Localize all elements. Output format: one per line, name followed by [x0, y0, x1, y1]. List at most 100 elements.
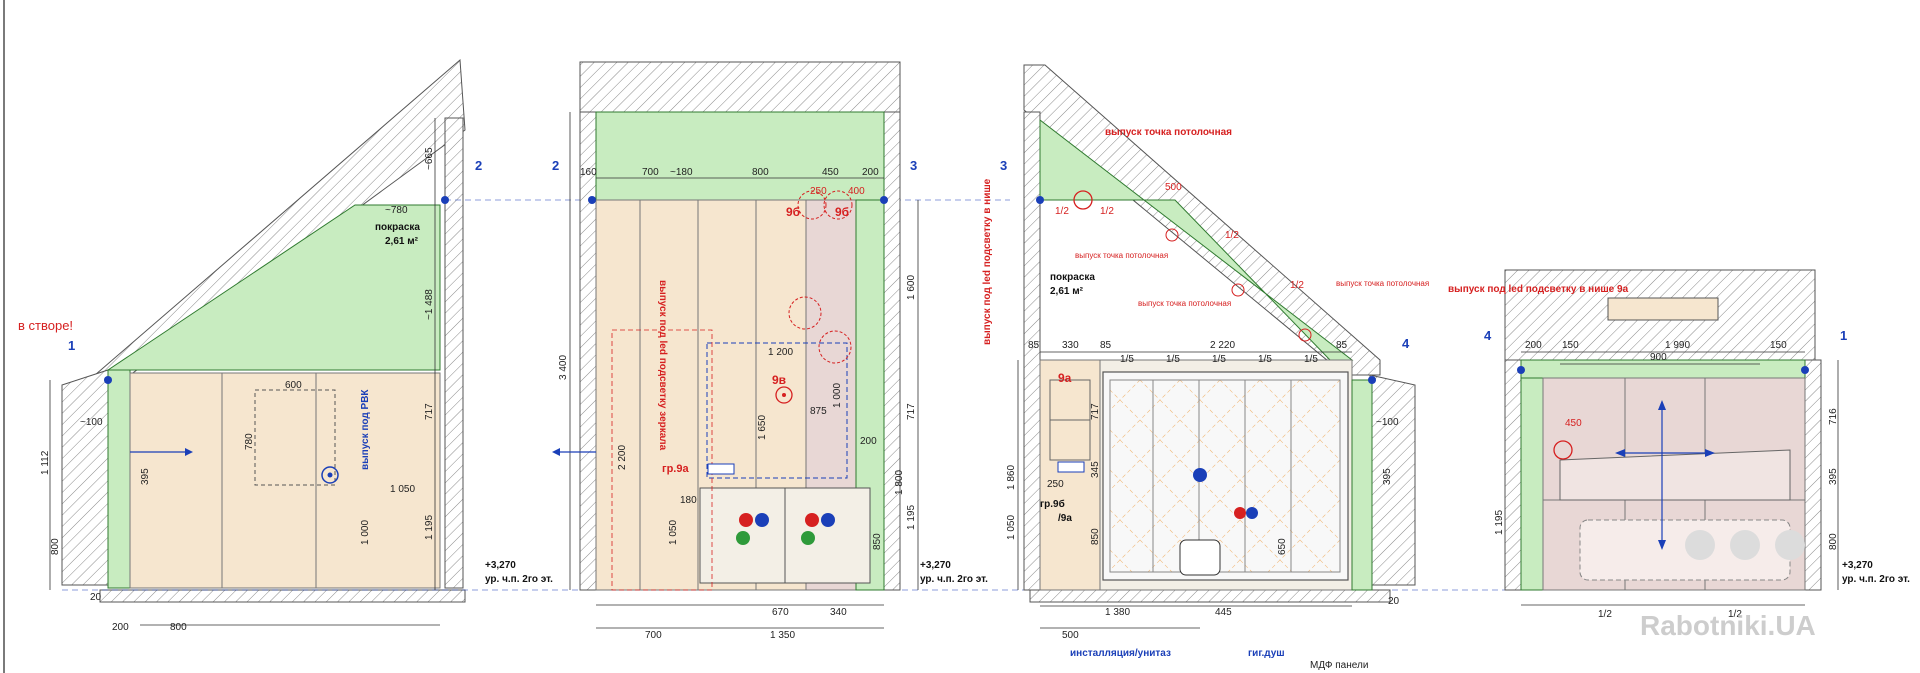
ceiling-point-icon-1 [1165, 228, 1179, 242]
axis-point-3b [1036, 196, 1044, 204]
dim-850-3: 850 [1090, 528, 1101, 545]
drain-icon [736, 531, 750, 545]
fifth-5: 1/5 [1304, 354, 1318, 365]
top-dim-85b: 85 [1100, 340, 1112, 351]
dim-700-bottom: 700 [645, 630, 662, 641]
axis-label-2: 2 [475, 158, 482, 173]
wall-right-hatch-2 [883, 111, 901, 591]
dim-800-vertical: 800 [50, 538, 61, 555]
paint-strip-green [107, 369, 131, 589]
group-9a-label: гр.9а [662, 463, 689, 475]
arrow-right-icon [1705, 449, 1715, 457]
led-niche-label-3: выпуск под led подсветку в нише [982, 178, 993, 345]
top-dim-180: ~180 [670, 167, 693, 178]
dim-half-1: 1/2 [1055, 206, 1069, 217]
hyg-shower-label: гиг.душ [1248, 648, 1285, 659]
worker-icon-2 [1730, 530, 1760, 560]
dim-875: 875 [810, 406, 827, 417]
dim-395: 395 [140, 468, 151, 485]
top-dim-150b: 150 [1770, 340, 1787, 351]
top-dim-330: 330 [1062, 340, 1079, 351]
dim-716: 716 [1828, 408, 1839, 425]
level-value-2: +3,270 [920, 560, 951, 571]
light-circle-4-icon [818, 330, 852, 364]
dim-1380: 1 380 [1105, 607, 1130, 618]
dim-500-bottom: 500 [1062, 630, 1079, 641]
dim-200-right: 200 [860, 436, 877, 447]
dim-650: 650 [1277, 538, 1288, 555]
dim-250-3: 250 [1047, 479, 1064, 490]
elevation-section-4: 4 1 выпуск под led подсветку в нише 9а 2… [1448, 269, 1910, 620]
dim-1195: 1 195 [424, 515, 435, 540]
dim-1050-2: 1 050 [668, 520, 679, 545]
half-right-4: 1/2 [1728, 609, 1742, 620]
top-dim-150a: 150 [1562, 340, 1579, 351]
dim-20-3: 20 [1388, 596, 1400, 607]
mark-9v: 9в [772, 373, 786, 387]
axis-point-4 [1368, 376, 1376, 384]
dim-180: 180 [680, 495, 697, 506]
dim-717-3: 717 [1090, 403, 1101, 420]
mark-9b-1: 9б [786, 205, 800, 219]
dim-1800: 1 800 [894, 470, 905, 495]
dim-600: 600 [285, 380, 302, 391]
arrow-left-icon [1615, 449, 1625, 457]
wood-panel-wall [129, 372, 441, 589]
ceiling-point-icon-3 [1298, 328, 1312, 342]
axis-point-2b [588, 196, 596, 204]
watermark: Rabotniki.UA [1640, 530, 1816, 641]
group-9a-label-3: /9а [1058, 513, 1072, 524]
fifth-4: 1/5 [1258, 354, 1272, 365]
hot-water-icon-2 [805, 513, 819, 527]
drain-icon-2 [801, 531, 815, 545]
arrow-head-icon [185, 448, 193, 456]
fifth-1: 1/5 [1120, 354, 1134, 365]
paint-area-green-3 [1039, 118, 1354, 361]
wall-left-hatch-2 [579, 111, 597, 591]
axis-label-4b: 4 [1484, 328, 1492, 343]
ceiling-point-label-2: выпуск точка потолочная [1138, 299, 1231, 308]
dim-2200: 2 200 [617, 445, 628, 470]
paint-area-green [106, 204, 441, 371]
ceiling-point-label-3: выпуск точка потолочная [1336, 279, 1429, 288]
roof-slope-hatch-3 [1023, 64, 1381, 376]
ceiling-point-label-main: выпуск точка потолочная [1105, 127, 1232, 138]
dim-665: ~665 [424, 147, 435, 170]
arrow-up-icon [1658, 400, 1666, 410]
hot-water-icon [739, 513, 753, 527]
axis-point-4b [1517, 366, 1525, 374]
ceiling-point-label-1: выпуск точка потолочная [1075, 251, 1168, 260]
wall-left-hatch-3 [1023, 111, 1041, 591]
top-dim-200: 200 [862, 167, 879, 178]
elevation-section-3: 3 4 выпуск точка потолочная выпуск точка… [982, 64, 1429, 671]
dim-400-red: 400 [848, 186, 865, 197]
outlet-9v-icon [775, 386, 793, 404]
arrow-head-icon-2 [552, 448, 560, 456]
led-outline [611, 329, 713, 591]
dim-717-2: 717 [906, 403, 917, 420]
fifth-2: 1/5 [1166, 354, 1180, 365]
mirror-outline [706, 342, 848, 479]
wall-left-hatch-4 [1504, 359, 1522, 591]
dim-500-red: 500 [1165, 182, 1182, 193]
revision-hatch-outline [254, 389, 336, 486]
dim-20: 20 [90, 592, 102, 603]
dim-3400: 3 400 [558, 355, 569, 380]
paint-area-green-2 [595, 111, 885, 201]
paint-area-3: 2,61 м² [1050, 286, 1084, 297]
dim-780b: 780 [244, 433, 255, 450]
dim-1650: 1 650 [757, 415, 768, 440]
dim-450-red: 450 [1565, 418, 1582, 429]
paint-strip-green-3 [1351, 379, 1373, 591]
top-dim-1990: 1 990 [1665, 340, 1690, 351]
fifth-3: 1/5 [1212, 354, 1226, 365]
dim-1000: 1 000 [360, 520, 371, 545]
dim-1200: 1 200 [768, 347, 793, 358]
axis-point-1b [1801, 366, 1809, 374]
dim-395-4: 395 [1828, 468, 1839, 485]
ceiling-hatch [579, 61, 901, 113]
dim-1050-3: 1 050 [1006, 515, 1017, 540]
dim-100-3: ~100 [1376, 417, 1399, 428]
elevation-section-2: 2 3 160 700 ~180 800 450 200 250 400 9б … [552, 61, 988, 641]
cold-water-icon [755, 513, 769, 527]
